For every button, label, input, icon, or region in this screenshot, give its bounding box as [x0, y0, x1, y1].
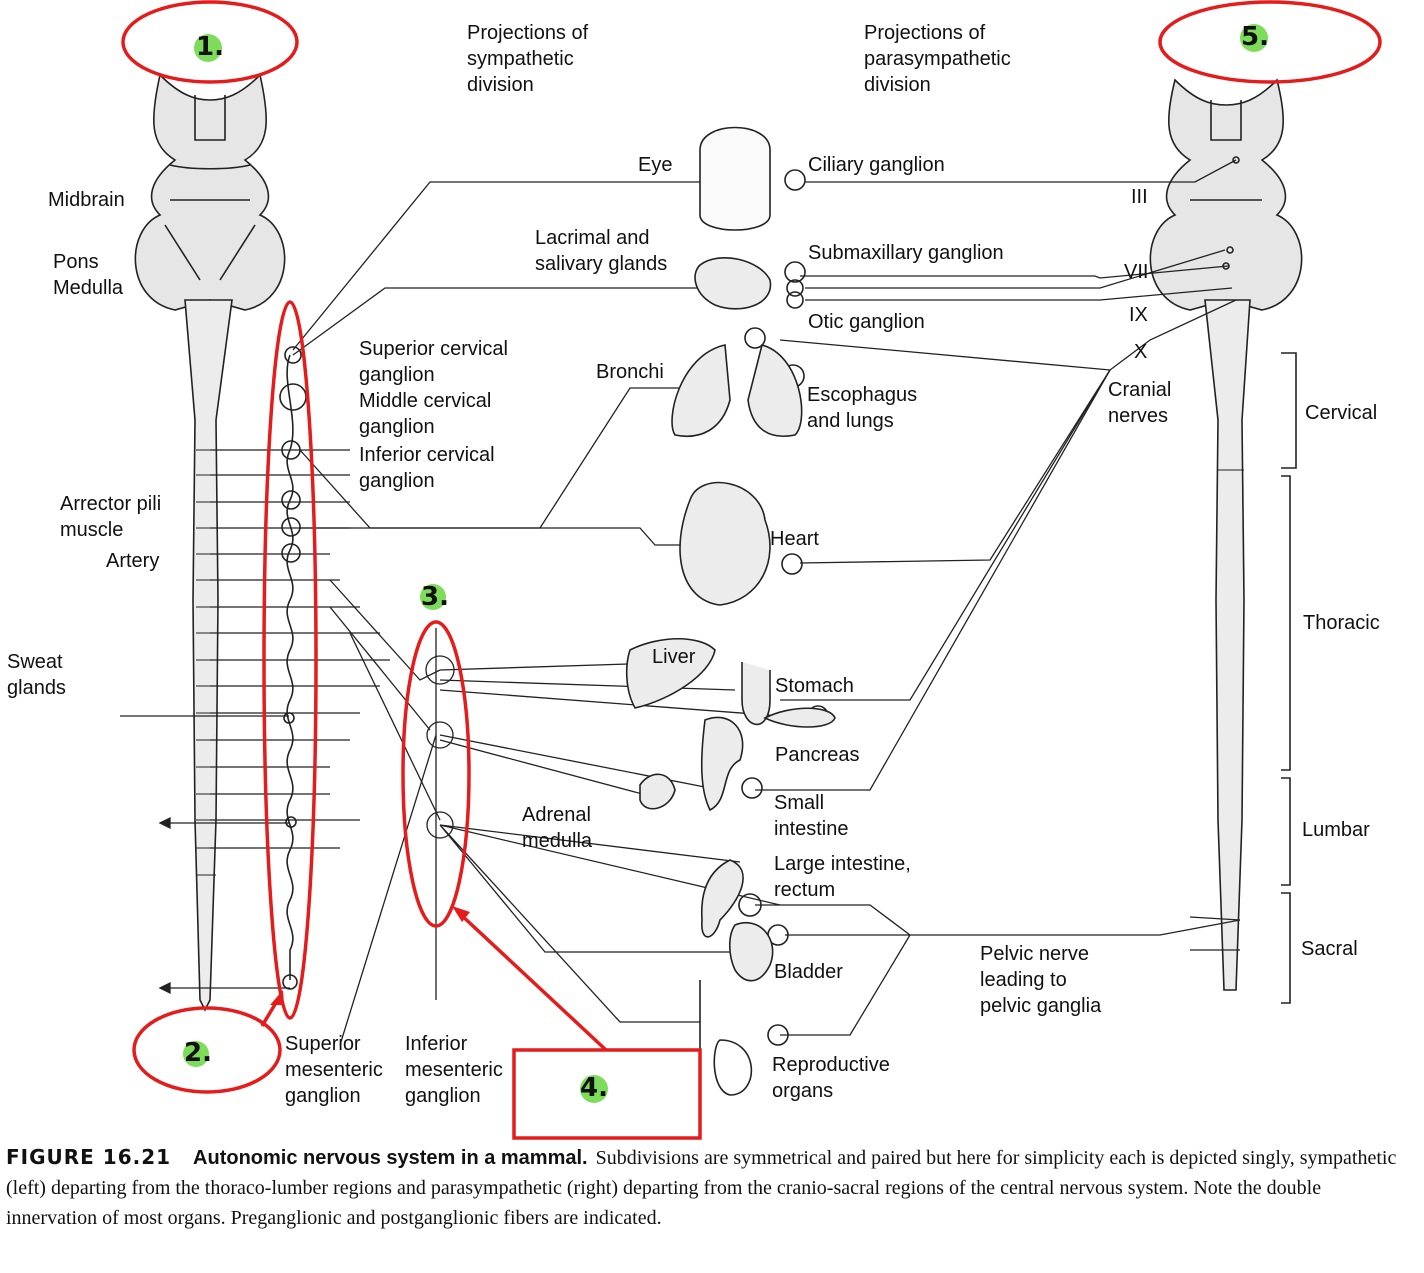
lacrimal-salivary-label: Lacrimal and salivary glands: [535, 227, 668, 275]
ciliary-ganglion-label: Ciliary ganglion: [808, 154, 945, 176]
bronchi-label: Bronchi: [596, 361, 664, 383]
oval-mesenteric: [401, 620, 471, 928]
right-brain: [1149, 78, 1303, 311]
lungs-illustration: [671, 344, 803, 437]
left-brain: [134, 73, 286, 311]
annotation-4: 4.: [580, 1073, 608, 1103]
sympathetic-chain: [279, 346, 307, 990]
cranial-nerve-IX: IX: [1129, 304, 1148, 326]
cranial-nerves-label: Cranial nerves: [1108, 379, 1172, 427]
adrenal-illustration: [639, 773, 676, 810]
region-brackets: [1281, 352, 1297, 1004]
stomach-label: Stomach: [775, 675, 854, 697]
rami: [158, 449, 390, 995]
green-dots: [183, 24, 1268, 1103]
cranial-nerve-VII: VII: [1124, 261, 1149, 283]
small-intestine-label: Small intestine: [774, 792, 849, 840]
inferior-mesenteric-label: Inferior mesenteric ganglion: [405, 1033, 503, 1107]
cranial-nerve-X: X: [1134, 341, 1148, 363]
figure-text: Subdivisions are symmetrical and paired …: [6, 1147, 1397, 1229]
box-4: [512, 1048, 702, 1140]
bladder-illustration: [728, 922, 774, 982]
red-annotations: [121, 0, 1382, 1140]
lumbar-label: Lumbar: [1302, 819, 1370, 841]
annotation-1: 1.: [196, 32, 224, 62]
artery-label: Artery: [106, 550, 160, 572]
thoracic-label: Thoracic: [1303, 612, 1380, 634]
cranial-nerve-III: III: [1131, 186, 1148, 208]
pelvic-nerve-label: Pelvic nerve leading to pelvic ganglia: [980, 943, 1102, 1017]
liver-illustration: [625, 637, 716, 709]
superior-mesenteric-label: Superior mesenteric ganglion: [285, 1033, 383, 1107]
sweat-glands-label: Sweat glands: [7, 651, 66, 699]
eye-label: Eye: [638, 154, 673, 176]
left-spinal-cord: [184, 299, 233, 1012]
parasympathetic-header: Projections of parasympathetic division: [864, 22, 1011, 96]
large-intestine-illustration: [700, 859, 744, 938]
oval-1: [121, 0, 299, 84]
parasympathetic-projections: [755, 159, 1241, 1036]
esophagus-lungs-label: Escophagus and lungs: [807, 384, 918, 432]
middle-cervical-label: Middle cervical ganglion: [359, 390, 492, 438]
right-spinal-cord: [1204, 299, 1251, 991]
otic-ganglion-label: Otic ganglion: [808, 311, 925, 333]
face-illustration: [699, 126, 771, 231]
liver-label: Liver: [652, 646, 696, 668]
reproductive-organs-label: Reproductive organs: [772, 1054, 890, 1102]
oval-chain: [262, 300, 318, 1020]
arrector-pili-label: Arrector pili muscle: [60, 493, 162, 541]
sympathetic-projections: [120, 181, 781, 1046]
heart-label: Heart: [770, 528, 819, 550]
sympathetic-header: Projections of sympathetic division: [467, 22, 589, 96]
cervical-label: Cervical: [1305, 402, 1378, 424]
figure-caption: FIGURE 16.21 Autonomic nervous system in …: [6, 1142, 1406, 1233]
pancreas-label: Pancreas: [775, 744, 860, 766]
reproductive-illustration: [699, 980, 753, 1096]
annotation-5: 5.: [1241, 22, 1269, 52]
midbrain-label: Midbrain: [48, 189, 125, 211]
intestine-illustration: [700, 716, 744, 812]
oval-5: [1158, 0, 1382, 84]
superior-cervical-label: Superior cervical ganglion: [359, 338, 508, 386]
pons-medulla-label: Pons Medulla: [53, 251, 124, 299]
submaxillary-ganglion-label: Submaxillary ganglion: [808, 242, 1004, 264]
left-cord-segments: [196, 449, 217, 876]
heart-illustration: [679, 481, 771, 606]
stomach-illustration: [741, 662, 771, 726]
large-intestine-label: Large intestine, rectum: [774, 853, 911, 901]
figure-title: Autonomic nervous system in a mammal.: [193, 1147, 588, 1169]
figure-number: FIGURE 16.21: [6, 1145, 172, 1169]
annotation-2: 2.: [184, 1038, 212, 1068]
organs: [625, 126, 836, 1096]
arrow-4: [456, 910, 608, 1052]
inferior-cervical-label: Inferior cervical ganglion: [359, 444, 495, 492]
adrenal-medulla-label: Adrenal medulla: [522, 804, 593, 852]
pancreas-illustration: [763, 707, 836, 728]
sacral-label: Sacral: [1301, 938, 1358, 960]
salivary-gland-illustration: [694, 257, 772, 310]
bladder-label: Bladder: [774, 961, 843, 983]
oval-2: [132, 1006, 282, 1094]
annotation-3: 3.: [421, 582, 449, 612]
